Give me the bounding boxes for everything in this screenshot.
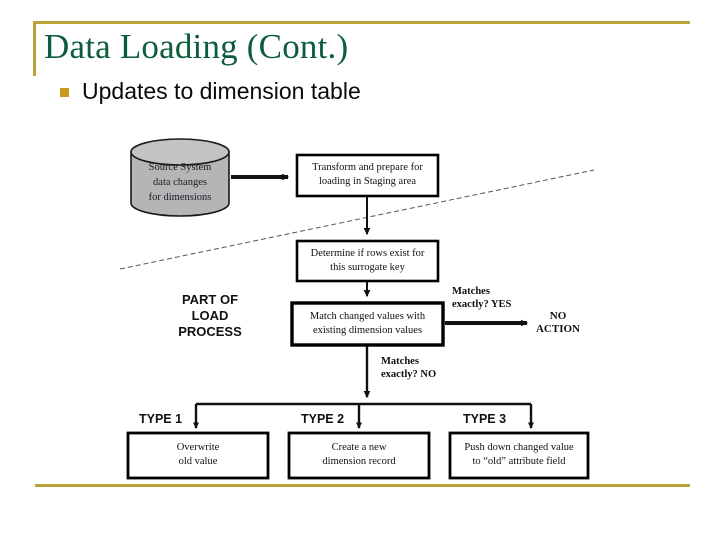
box-type-2-line-2: dimension record [322,456,396,467]
type-3-label: TYPE 3 [463,412,507,426]
edge-label-no-line-2: exactly? NO [381,369,437,380]
box-match-line-2: existing dimension values [312,325,423,336]
bullet-item: Updates to dimension table [60,77,680,105]
box-type-1-line-1: Overwrite [176,442,220,453]
edge-label-yes-line-2: exactly? YES [452,299,512,310]
footer-rule [35,484,690,487]
terminal-no-action-line-1: NO [549,310,567,322]
group-label-line-3: PROCESS [178,324,242,339]
box-type-3 [448,431,590,480]
box-transform-line-1: Transform and prepare for [312,162,423,173]
edge-label-no: Matches exactly? NO [381,355,471,381]
source-line-2: data changes [153,177,207,188]
box-type-1 [126,431,270,480]
box-type-3-label: Push down changed value to “old” attribu… [452,441,586,469]
source-cylinder-label: Source System data changes for dimension… [131,160,229,205]
box-determine-line-2: this surrogate key [330,262,405,273]
source-line-1: Source System [148,162,212,173]
box-transform [295,153,440,198]
type-1-label: TYPE 1 [139,412,183,426]
box-type-2-label: Create a new dimension record [291,441,427,469]
type-2-label: TYPE 2 [301,412,345,426]
box-match [290,301,445,347]
terminal-no-action-line-2: ACTION [535,323,580,335]
edge-label-yes-line-1: Matches [452,286,490,297]
group-label-line-1: PART OF [181,292,239,307]
box-determine [295,239,440,283]
square-bullet-icon [60,88,69,97]
box-type-2 [287,431,431,480]
group-label-part-of-load-process: PART OF LOAD PROCESS [160,292,260,340]
diagonal-artifact-line [119,169,595,270]
title-rule-top [33,21,690,24]
box-match-line-1: Match changed values with [309,311,426,322]
terminal-no-action: NO ACTION [527,310,589,336]
box-type-1-line-2: old value [178,456,218,467]
box-type-2-line-1: Create a new [331,442,387,453]
box-transform-label: Transform and prepare for loading in Sta… [299,161,436,189]
box-type-3-line-1: Push down changed value [464,442,574,453]
edge-label-no-line-1: Matches [381,356,419,367]
box-match-label: Match changed values with existing dimen… [294,310,441,338]
source-line-3: for dimensions [148,192,212,203]
box-type-3-line-2: to “old” attribute field [472,456,566,467]
box-determine-label: Determine if rows exist for this surroga… [299,247,436,275]
box-determine-line-1: Determine if rows exist for [310,248,425,259]
box-type-1-label: Overwrite old value [130,441,266,469]
source-system-cylinder [130,138,230,217]
bullet-item-label: Updates to dimension table [82,78,361,104]
edge-label-yes: Matches exactly? YES [452,285,542,311]
page-title: Data Loading (Cont.) [44,27,349,66]
title-rule-left [33,21,36,76]
box-transform-line-2: loading in Staging area [318,176,417,187]
group-label-line-2: LOAD [191,308,229,323]
